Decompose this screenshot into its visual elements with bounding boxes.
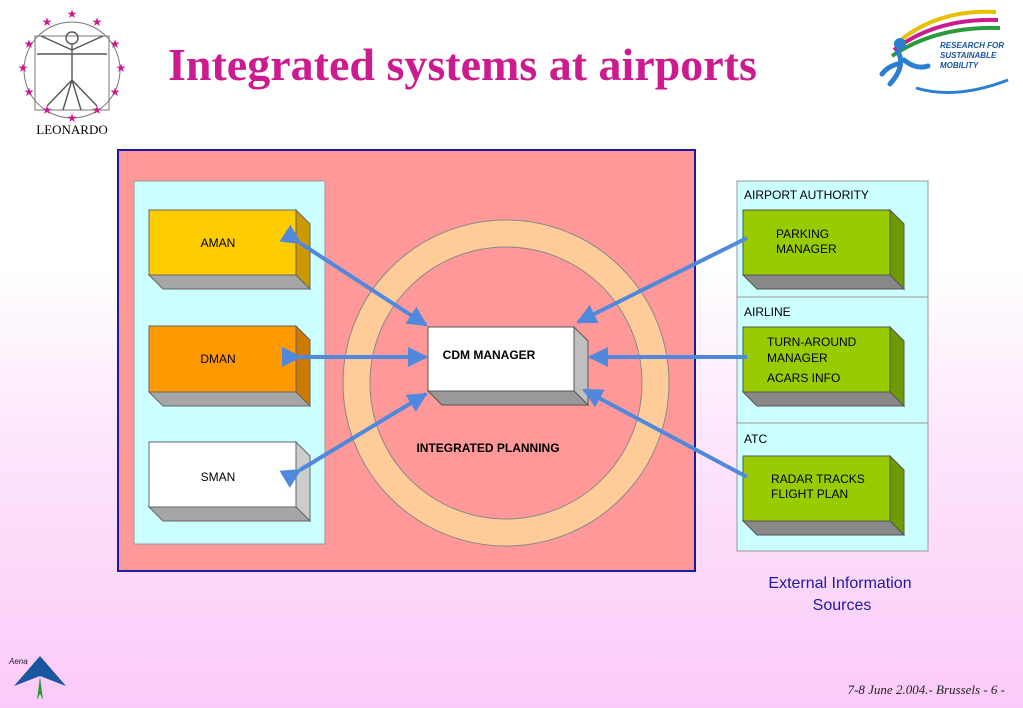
- atc-header: ATC: [744, 432, 767, 446]
- turn-around-line-2: MANAGER: [767, 351, 828, 365]
- parking-manager-box: PARKING MANAGER: [741, 208, 906, 291]
- radar-tracks-box: RADAR TRACKS FLIGHT PLAN: [741, 454, 906, 537]
- aena-label: Aena: [9, 657, 28, 666]
- integrated-planning-label: INTEGRATED PLANNING: [416, 441, 559, 455]
- svg-text:★: ★: [67, 111, 78, 124]
- logo-text-line-1: RESEARCH FOR: [940, 41, 1004, 50]
- svg-text:★: ★: [18, 61, 29, 75]
- svg-text:★: ★: [110, 85, 121, 99]
- parking-manager-line-2: MANAGER: [776, 242, 837, 256]
- svg-text:★: ★: [116, 61, 127, 75]
- airport-authority-header: AIRPORT AUTHORITY: [744, 188, 869, 202]
- leonardo-logo: ★ ★ ★ ★ ★ ★ ★ ★ ★ ★ ★ ★: [18, 7, 127, 124]
- svg-text:★: ★: [92, 15, 103, 29]
- cdm-manager-label: CDM MANAGER: [443, 348, 536, 362]
- svg-text:★: ★: [42, 103, 53, 117]
- arrow-radar-cdm: [582, 388, 748, 479]
- acars-info-line: ACARS INFO: [767, 371, 840, 385]
- arrow-parking-cdm: [576, 236, 748, 324]
- aman-label: AMAN: [201, 236, 236, 250]
- footer-date: 7-8 June 2.004.- Brussels - 6 -: [847, 682, 1005, 697]
- sustainable-mobility-logo: RESEARCH FOR SUSTAINABLE MOBILITY: [879, 9, 1009, 94]
- leonardo-label: LEONARDO: [36, 122, 108, 137]
- external-caption-line-2: Sources: [813, 597, 872, 614]
- aman-box: AMAN: [147, 208, 312, 291]
- svg-text:★: ★: [92, 103, 103, 117]
- sman-label: SMAN: [201, 470, 236, 484]
- external-caption-line-1: External Information: [768, 575, 911, 592]
- parking-manager-line-1: PARKING: [776, 227, 829, 241]
- svg-text:★: ★: [67, 7, 78, 21]
- svg-text:★: ★: [24, 37, 35, 51]
- dman-box: DMAN: [147, 324, 312, 408]
- logo-text-line-3: MOBILITY: [940, 61, 979, 70]
- arrow-sman-cdm: [279, 392, 428, 488]
- airline-header: AIRLINE: [744, 305, 791, 319]
- svg-text:★: ★: [110, 37, 121, 51]
- svg-text:★: ★: [42, 15, 53, 29]
- radar-tracks-line-2: FLIGHT PLAN: [771, 487, 848, 501]
- sman-box: SMAN: [147, 440, 312, 523]
- logo-text-line-2: SUSTAINABLE: [940, 51, 997, 60]
- turn-around-manager-box: TURN-AROUND MANAGER ACARS INFO: [741, 325, 906, 408]
- aena-logo: [14, 656, 66, 700]
- svg-text:★: ★: [24, 85, 35, 99]
- turn-around-line-1: TURN-AROUND: [767, 335, 857, 349]
- arrow-aman-cdm: [279, 224, 428, 327]
- cdm-manager-box: CDM MANAGER: [426, 325, 590, 407]
- dman-label: DMAN: [200, 352, 235, 366]
- radar-tracks-line-1: RADAR TRACKS: [771, 472, 865, 486]
- page-title: Integrated systems at airports: [168, 39, 757, 90]
